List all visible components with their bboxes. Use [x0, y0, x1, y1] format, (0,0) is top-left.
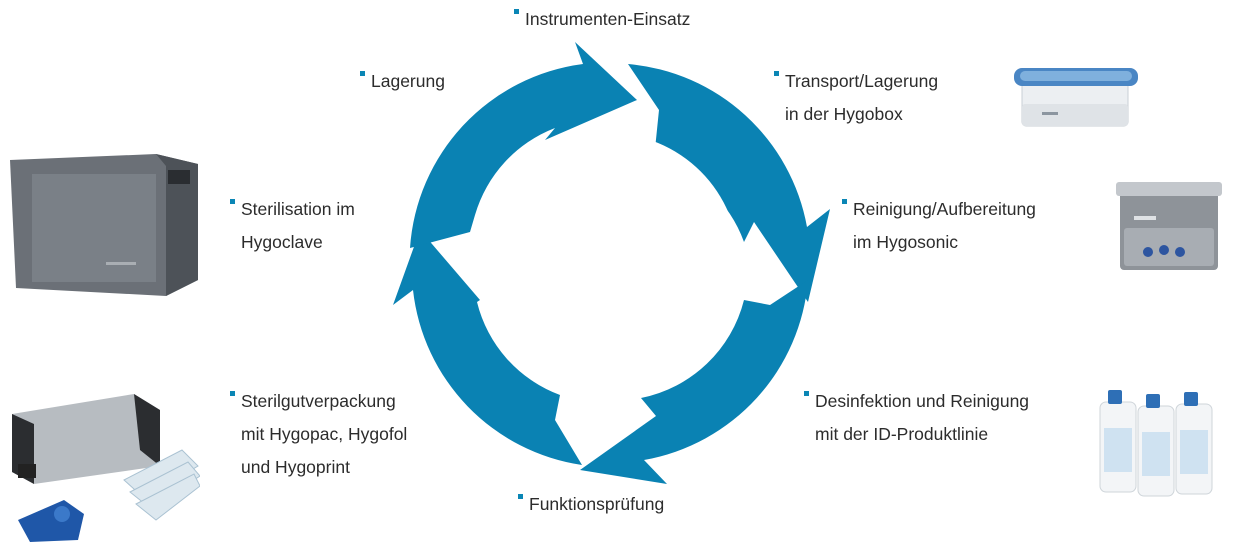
- cycle-arrow-bottom-left: [393, 230, 582, 465]
- bullet-icon: [230, 199, 235, 204]
- step-disinfection: Desinfektion und Reinigung mit der ID-Pr…: [804, 385, 1029, 451]
- bullet-icon: [230, 391, 235, 396]
- bullet-icon: [842, 199, 847, 204]
- step-storage: Lagerung: [360, 65, 445, 98]
- step-transport: Transport/Lagerung in der Hygobox: [774, 65, 938, 131]
- step-instrument-insert: Instrumenten-Einsatz: [514, 3, 690, 36]
- step-sterilisation: Sterilisation im Hygoclave: [230, 193, 355, 259]
- disinfectant-bottles-image: [1099, 390, 1213, 497]
- step-cleaning: Reinigung/Aufbereitung im Hygosonic: [842, 193, 1036, 259]
- step-packaging: Sterilgutverpackung mit Hygopac, Hygofol…: [230, 385, 407, 484]
- bullet-icon: [774, 71, 779, 76]
- hygopac-sealer-image: [12, 394, 200, 542]
- step-function-test: Funktionsprüfung: [518, 488, 664, 521]
- cycle-arrow-top-left: [410, 42, 637, 248]
- bullet-icon: [518, 494, 523, 499]
- cycle-arrow-bottom-right: [580, 280, 808, 484]
- hygosonic-image: [1116, 182, 1222, 270]
- bullet-icon: [804, 391, 809, 396]
- bullet-icon: [360, 71, 365, 76]
- bullet-icon: [514, 9, 519, 14]
- hygobox-image: [1014, 68, 1138, 127]
- cycle-arrow-top-right: [628, 64, 830, 302]
- hygoclave-image: [10, 154, 198, 296]
